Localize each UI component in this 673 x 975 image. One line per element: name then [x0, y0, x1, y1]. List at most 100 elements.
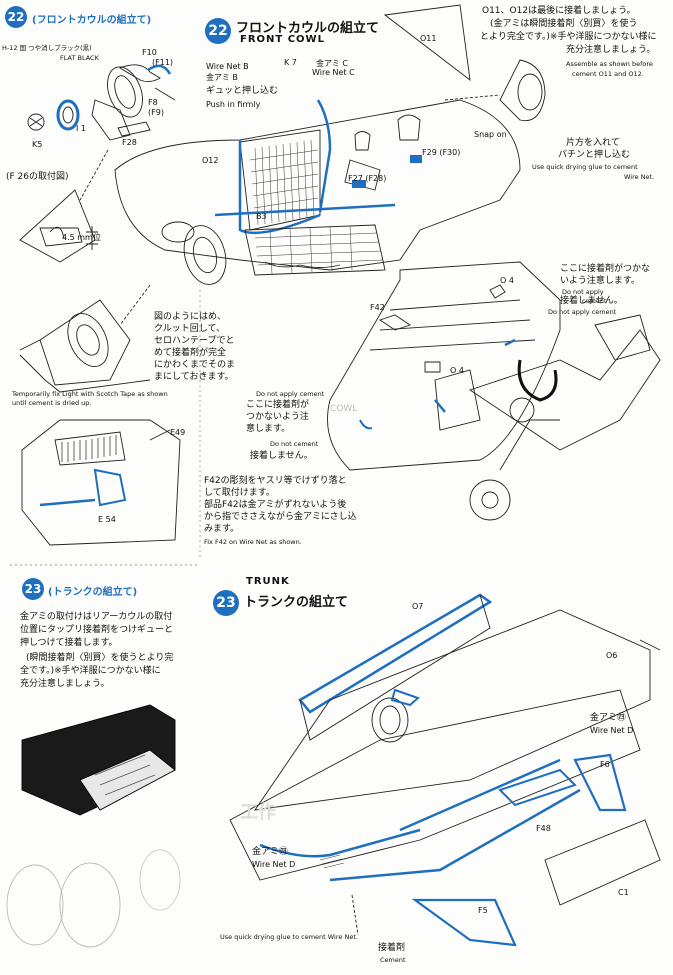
part-o11: O11	[420, 34, 437, 43]
wire-d-en-right: Wire Net D	[590, 726, 634, 735]
part-f5: F5	[478, 906, 488, 915]
f42-jp-2: して取付けます。	[204, 488, 275, 498]
f26-dimension: 4.5 mm位	[62, 233, 101, 242]
trunk-body-3: 押しつけて接着します。	[20, 638, 118, 648]
front-cowl-body	[114, 99, 521, 271]
paint-code: H-12 国 つや消しブラック(黒)	[2, 44, 92, 52]
wheel-hub	[469, 479, 511, 521]
light-jp-5: にかわくまでそのま	[154, 360, 236, 370]
o11-note-4: 充分注意しましょう。	[566, 45, 656, 55]
step-22-badge: 22	[205, 18, 231, 44]
o11-part	[383, 4, 471, 82]
f42-jp-1: F42の彫刻をヤスリ等でけずり落と	[204, 476, 347, 486]
step-23-title-en: TRUNK	[246, 576, 290, 587]
paint-en: FLAT BLACK	[60, 54, 99, 62]
part-o7: O7	[412, 602, 424, 611]
part-f9: (F9)	[148, 108, 164, 117]
part-f6: F6	[600, 760, 610, 769]
step-23-title-jp: トランクの組立て	[244, 595, 349, 610]
step-22-badge-small: 22	[5, 6, 27, 28]
part-f29: F29 (F30)	[422, 148, 461, 157]
snap-on-label: Snap on	[474, 130, 507, 139]
light-assembly	[39, 299, 131, 386]
part-o6: O6	[606, 651, 618, 660]
dna-label: Do not apply cement	[548, 308, 617, 316]
f42-en: Fix F42 on Wire Net as shown.	[204, 538, 302, 546]
f26-detail	[19, 189, 96, 263]
f42-jp-4: から指でささえながら金アミにさし込	[204, 512, 357, 522]
part-b3: B3	[256, 212, 267, 221]
wire-net-b-jp: 金アミ B	[206, 73, 238, 82]
f10-part	[118, 64, 161, 83]
light-jp-3: セロハンテープでと	[154, 336, 235, 346]
part-f8: F8	[148, 98, 158, 107]
mid-jp-1: ここに接着剤が	[246, 400, 310, 410]
snap-en-2: Wire Net.	[624, 173, 655, 181]
o11-note-1: O11、O12は最後に接着しましょう。	[482, 6, 636, 16]
e49-assembly	[21, 419, 181, 546]
f6-part	[573, 753, 627, 812]
o11-note-3: とより完全です。)※手や洋服につかない様に	[480, 32, 657, 42]
part-f48: F48	[536, 824, 551, 833]
light-en-2: until cement is dried up.	[12, 399, 92, 407]
f5-part	[411, 898, 517, 947]
i1-ring	[56, 99, 80, 131]
dna-small-1: Do not apply	[562, 288, 604, 296]
mid-jp-3: 意します。	[246, 424, 291, 434]
wire-d-jp-left: 金アミ㊃	[252, 847, 288, 857]
mid-jp-2: つかないよう注	[246, 412, 309, 422]
dna-small-2: cement	[582, 297, 607, 305]
light-jp-6: まにしておきます。	[154, 372, 234, 382]
light-bucket-part	[107, 66, 143, 118]
dnc-label: Do not cement	[270, 440, 319, 448]
light-en-1: Temporarily fix Light with Scotch Tape a…	[12, 390, 168, 398]
part-o12: O12	[202, 156, 219, 165]
glue-note: Use quick drying glue to cement Wire Net…	[220, 933, 358, 941]
part-e54: E 54	[98, 515, 116, 524]
wire-d-jp-right: 金アミ㊃	[590, 713, 626, 723]
push-jp: ギュッと押し込む	[206, 86, 279, 96]
snap-jp-2: パチンと押し込む	[558, 150, 631, 160]
f42-part	[327, 261, 561, 471]
trunk-body-5: 全です。)※手や洋服につかない様に	[20, 666, 161, 676]
trunk-body-6: 充分注意しましょう。	[20, 679, 110, 689]
wire-net-c-en: Wire Net C	[312, 68, 355, 77]
part-f28: F28	[122, 138, 137, 147]
step-22-title-left: (フロントカウルの組立て)	[32, 15, 152, 26]
cement-en: Cement	[380, 956, 406, 964]
light-jp-2: クルット回して、	[154, 324, 226, 334]
o11-note-en-1: Assemble as shown before	[566, 60, 653, 68]
dna-mid: Do not apply cement	[256, 390, 325, 398]
step-22-title-en: FRONT COWL	[240, 34, 325, 45]
f42-jp-5: みます。	[204, 524, 240, 534]
careful-jp-3: 接着しません。	[560, 296, 623, 306]
o11-note-en-2: cement O11 and O12.	[572, 70, 644, 78]
step-23-badge: 23	[213, 590, 239, 616]
watermark-cowl: COWL	[330, 404, 358, 414]
trunk-body-4: (瞬間接着剤〈別買〉を使うとより完	[26, 653, 174, 663]
trunk-rail-o7	[298, 593, 493, 714]
trunk-body-1: 金アミの取付けはリアーカウルの取付	[20, 612, 173, 622]
wire-d-en-left: Wire Net D	[252, 860, 296, 869]
part-k5: K5	[32, 140, 43, 149]
part-o4-mid: O 4	[450, 366, 464, 375]
part-f10: F10	[142, 48, 157, 57]
wire-net-c-jp: 金アミ C	[316, 59, 348, 68]
step-23-badge-small: 23	[22, 578, 44, 600]
cement-jp: 接着剤	[378, 943, 406, 953]
careful-jp-1: ここに接着剤がつかな	[560, 264, 651, 274]
snap-en-1: Use quick drying glue to cement	[532, 163, 638, 171]
dnc-jp: 接着しません。	[250, 451, 313, 461]
part-o4-top: O 4	[500, 276, 514, 285]
f26-title: (F 26の取付図)	[6, 172, 69, 182]
part-i1: I 1	[76, 124, 86, 133]
careful-jp-2: いよう注意します。	[560, 276, 640, 286]
step-22-title-jp: フロントカウルの組立て	[236, 21, 380, 36]
light-jp-4: めて接着剤が完全	[154, 348, 227, 358]
part-k7: K 7	[284, 58, 297, 67]
light-jp-1: 図のようにはめ、	[154, 312, 227, 322]
k5-lens	[27, 113, 45, 131]
part-f11: (F11)	[152, 58, 174, 67]
